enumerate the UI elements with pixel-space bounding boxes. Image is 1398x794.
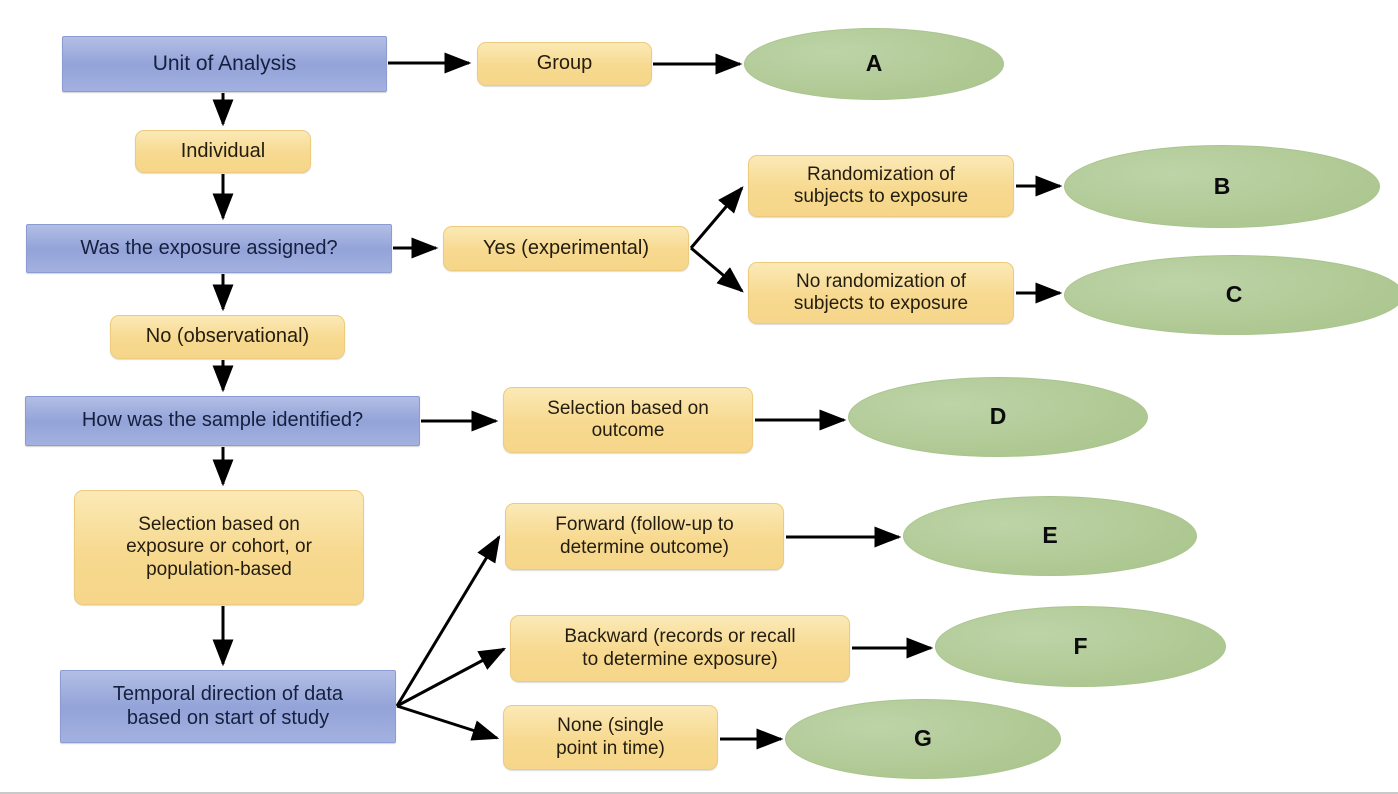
node-outcome-g[interactable]: G (785, 699, 1061, 779)
node-label-individual: Individual (180, 139, 266, 162)
node-label-group: Group (536, 52, 593, 75)
edge-temporal-to-forward (395, 534, 501, 707)
node-how-was-sample-identified[interactable]: How was the sample identified? (25, 396, 420, 446)
node-yes-experimental[interactable]: Yes (experimental) (443, 226, 689, 271)
node-unit-of-analysis[interactable]: Unit of Analysis (62, 36, 387, 92)
node-label-outcome-f: F (1073, 632, 1088, 659)
node-backward-records-or-recall[interactable]: Backward (records or recall to determine… (510, 615, 850, 682)
node-outcome-f[interactable]: F (935, 606, 1226, 687)
node-label-outcome-g: G (914, 725, 932, 752)
node-outcome-a[interactable]: A (744, 28, 1004, 100)
node-label-no-observational: No (observational) (145, 325, 310, 348)
node-label-was-exposure-assigned: Was the exposure assigned? (80, 236, 338, 259)
node-outcome-b[interactable]: B (1064, 145, 1380, 228)
node-group[interactable]: Group (477, 42, 652, 86)
node-selection-based-on-outcome[interactable]: Selection based on outcome (503, 387, 753, 453)
node-label-forward-follow-up: Forward (follow-up to determine outcome) (555, 514, 734, 558)
node-label-how-was-sample-identified: How was the sample identified? (81, 409, 364, 432)
node-label-outcome-d: D (989, 403, 1007, 430)
node-label-unit-of-analysis: Unit of Analysis (152, 51, 297, 75)
node-label-outcome-a: A (865, 50, 883, 77)
node-label-outcome-e: E (1042, 522, 1058, 549)
node-outcome-d[interactable]: D (848, 377, 1148, 457)
edge-temporal-to-none (396, 704, 500, 741)
node-no-randomization-of-subjects[interactable]: No randomization of subjects to exposure (748, 262, 1014, 324)
node-randomization-of-subjects[interactable]: Randomization of subjects to exposure (748, 155, 1014, 217)
node-temporal-direction-of-data[interactable]: Temporal direction of data based on star… (60, 670, 396, 743)
node-label-temporal-direction-of-data: Temporal direction of data based on star… (112, 682, 344, 729)
node-was-exposure-assigned[interactable]: Was the exposure assigned? (26, 224, 392, 273)
node-no-observational[interactable]: No (observational) (110, 315, 345, 359)
node-none-single-point-in-time[interactable]: None (single point in time) (503, 705, 718, 770)
node-label-outcome-c: C (1225, 281, 1243, 308)
node-label-no-randomization-of-subjects: No randomization of subjects to exposure (793, 270, 969, 314)
edge-yes-to-randomization (689, 186, 744, 249)
node-individual[interactable]: Individual (135, 130, 311, 173)
edge-temporal-to-backward (396, 647, 507, 708)
edge-yes-to-no-randomization (690, 246, 744, 293)
node-label-selection-based-on-outcome: Selection based on outcome (547, 397, 709, 441)
node-selection-based-on-exposure[interactable]: Selection based on exposure or cohort, o… (74, 490, 364, 605)
node-outcome-c[interactable]: C (1064, 255, 1398, 335)
node-forward-follow-up[interactable]: Forward (follow-up to determine outcome) (505, 503, 784, 570)
node-label-yes-experimental: Yes (experimental) (482, 236, 649, 259)
node-label-outcome-b: B (1213, 172, 1231, 199)
node-label-randomization-of-subjects: Randomization of subjects to exposure (793, 163, 969, 207)
node-label-selection-based-on-exposure: Selection based on exposure or cohort, o… (126, 513, 312, 580)
node-outcome-e[interactable]: E (903, 496, 1197, 576)
node-label-backward-records-or-recall: Backward (records or recall to determine… (564, 626, 796, 670)
node-label-none-single-point-in-time: None (single point in time) (556, 715, 665, 759)
